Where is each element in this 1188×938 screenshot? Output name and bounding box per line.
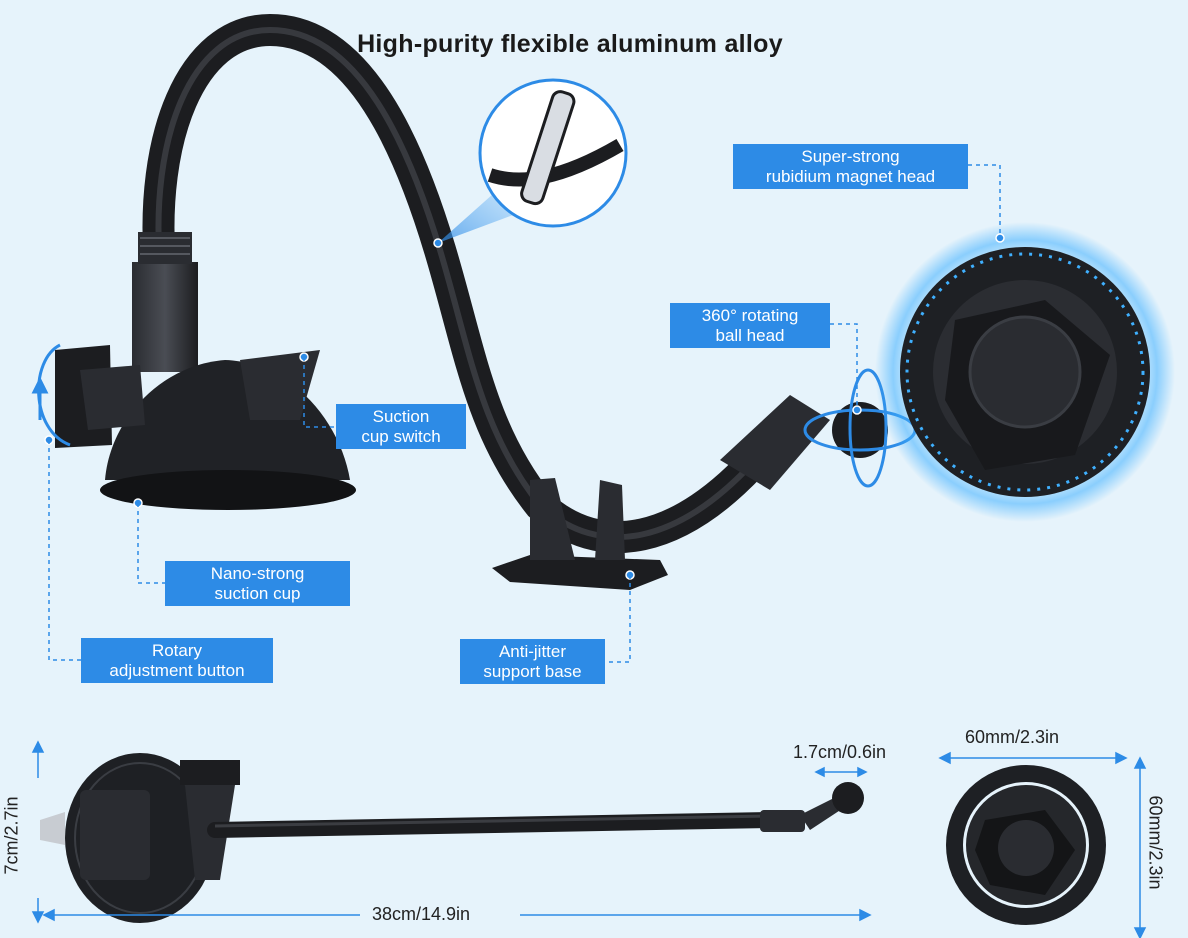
suction-cup-callout: Nano-strong suction cup: [165, 561, 350, 606]
dim-height: 7cm/2.7in: [1, 796, 22, 875]
ball-head-callout-line2: ball head: [715, 325, 785, 345]
rotary-button-callout-line2: adjustment button: [109, 660, 245, 680]
support-base: [492, 478, 668, 590]
page-title: High-purity flexible aluminum alloy: [357, 30, 783, 58]
support-base-callout: Anti-jitter support base: [460, 639, 605, 684]
rotary-button-callout-line1: Rotary: [151, 640, 203, 660]
rotation-arrow-icon: [31, 343, 71, 447]
suction-cup-callout-line2: suction cup: [214, 583, 301, 603]
suction-switch-callout-line1: Suction: [372, 406, 430, 426]
magnet-head: [875, 222, 1175, 522]
dim-length: 38cm/14.9in: [372, 904, 471, 924]
suction-cup-base: [44, 232, 356, 510]
side-view-mount: [40, 753, 864, 923]
ball-head-callout: 360° rotating ball head: [670, 303, 830, 348]
dimension-arrows: [31, 740, 1147, 938]
dim-magnet-width: 60mm/2.3in: [965, 727, 1060, 747]
suction-switch-callout: Suction cup switch: [336, 404, 466, 449]
suction-cup-callout-line1: Nano-strong: [210, 563, 305, 583]
rotary-button-callout: Rotary adjustment button: [81, 638, 273, 683]
dim-magnet-height: 60mm/2.3in: [1145, 795, 1166, 890]
ball-head-callout-line1: 360° rotating: [701, 305, 799, 325]
magnet-head-callout-line1: Super-strong: [801, 146, 900, 166]
magnet-front-view: [946, 765, 1106, 925]
zoom-detail: [433, 78, 628, 248]
magnet-head-callout-line2: rubidium magnet head: [765, 166, 936, 186]
magnet-head-callout: Super-strong rubidium magnet head: [733, 144, 968, 189]
leader-lines: [48, 164, 1001, 663]
support-base-callout-line1: Anti-jitter: [498, 641, 567, 661]
suction-switch-callout-line2: cup switch: [361, 426, 441, 446]
dim-ball-width: 1.7cm/0.6in: [793, 742, 887, 762]
support-base-callout-line2: support base: [483, 661, 582, 681]
